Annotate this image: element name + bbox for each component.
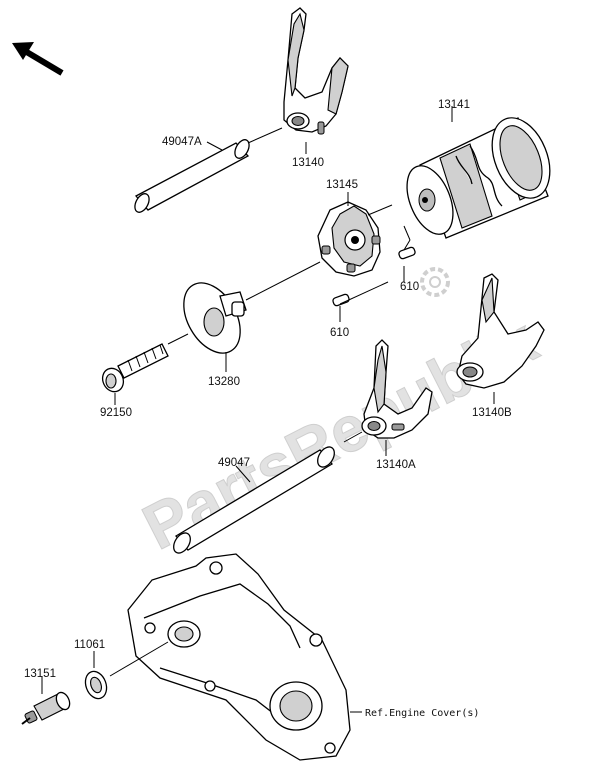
bolt-92150 [101,343,169,393]
front-direction-arrow-icon [12,42,64,76]
neutral-switch-13151 [21,691,71,725]
label-13140: 13140 [292,157,324,169]
gear-icon [420,267,450,297]
label-11061: 11061 [74,639,105,651]
engine-cover [127,553,351,761]
label-13140A: 13140A [376,459,416,471]
pin-610-lower [332,293,350,307]
label-49047A: 49047A [162,136,202,148]
drum-holder-13145 [317,201,381,277]
label-13145: 13145 [326,179,358,191]
plate-13280 [183,282,247,354]
label-49047: 49047 [218,457,250,469]
label-610-upper: 610 [400,281,419,293]
callout-labels: 13140 49047A 13141 13145 610 610 13280 9… [24,99,512,719]
shift-fork-13140 [283,7,349,135]
label-13140B: 13140B [472,407,512,419]
label-610-lower: 610 [330,327,349,339]
washer-11061 [84,670,108,700]
shift-drum-13141 [406,117,551,239]
label-13141: 13141 [438,99,470,111]
label-13151: 13151 [24,668,56,680]
leader-lines [41,106,495,713]
shaft-49047A [134,139,250,213]
label-cover-ref: Ref.Engine Cover(s) [365,708,479,719]
pin-610-upper [398,246,416,260]
label-92150: 92150 [100,407,132,419]
shift-fork-13140A [361,339,433,439]
label-13280: 13280 [208,376,240,388]
shift-fork-13140B [456,273,545,389]
shaft-49047 [173,446,335,554]
